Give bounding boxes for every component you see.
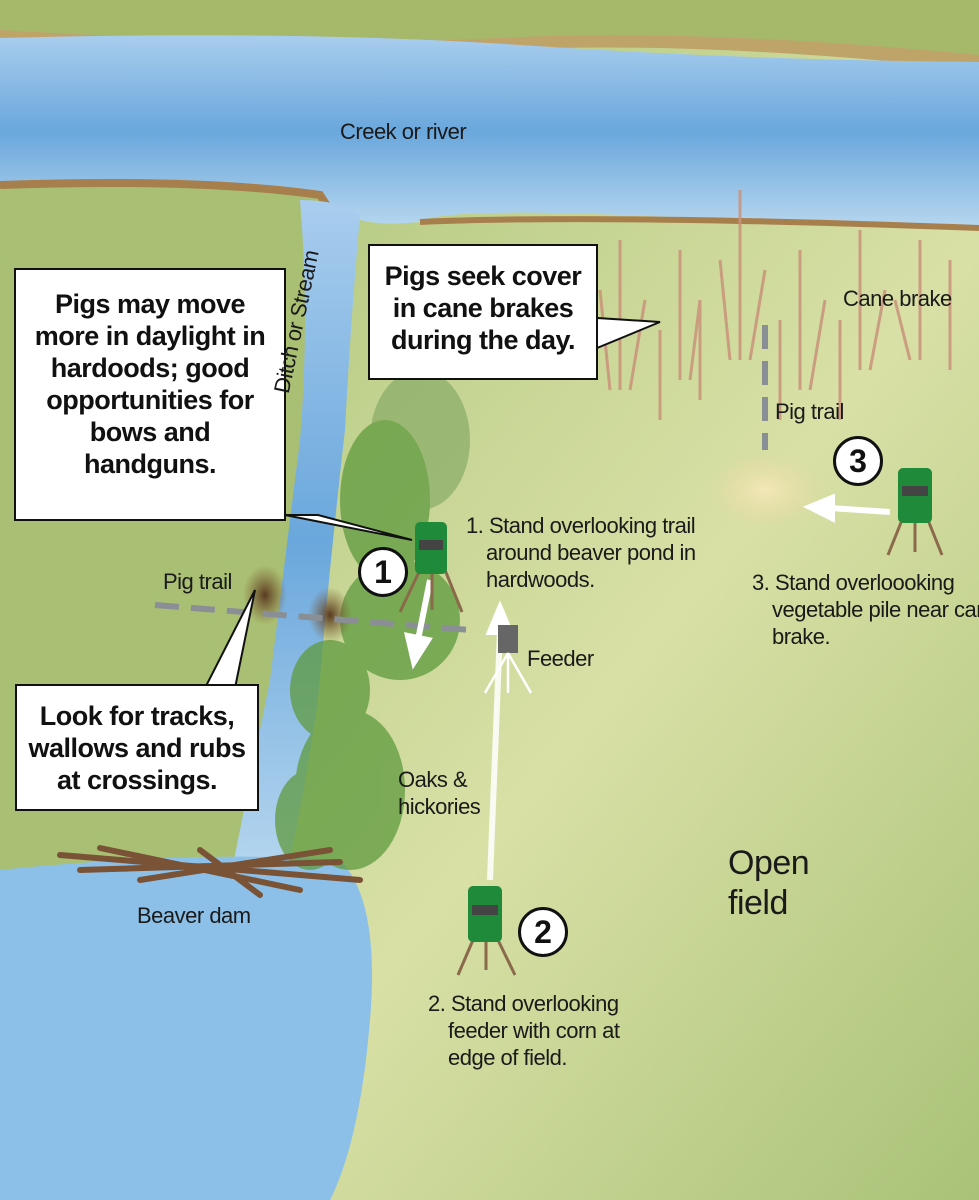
trees bbox=[275, 370, 470, 870]
feeder-icon bbox=[483, 625, 533, 694]
pond bbox=[0, 856, 372, 1200]
stand-1-badge: 1 bbox=[358, 547, 408, 597]
callout-crossings: Look for tracks, wallows and rubs at cro… bbox=[15, 684, 259, 811]
oaks-label: Oaks & hickories bbox=[398, 767, 481, 819]
vegetable-pile bbox=[705, 452, 825, 528]
bank-edge bbox=[0, 178, 337, 218]
creek bbox=[0, 35, 979, 228]
stand-3-text: 3. Stand overloooking vegetable pile nea… bbox=[752, 570, 979, 649]
callout-hardwoods: Pigs may move more in daylight in hardoo… bbox=[14, 268, 286, 521]
cane-brake-label: Cane brake bbox=[843, 286, 952, 311]
stand-2-icon bbox=[456, 886, 517, 976]
feeder-label: Feeder bbox=[527, 646, 594, 671]
stand-1-text: 1. Stand overlooking trail around beaver… bbox=[466, 513, 696, 592]
stand-3-icon bbox=[886, 468, 944, 556]
stand-2-badge: 2 bbox=[518, 907, 568, 957]
callout-cane: Pigs seek cover in cane brakes during th… bbox=[368, 244, 598, 380]
open-field-label: Open field bbox=[728, 844, 810, 922]
stand-2-text: 2. Stand overlooking feeder with corn at… bbox=[428, 991, 620, 1070]
beaver-dam bbox=[57, 845, 363, 898]
callout-pointer bbox=[284, 514, 413, 541]
pig-trail-right-label: Pig trail bbox=[775, 399, 844, 424]
wallow bbox=[243, 565, 287, 625]
stand-1-icon bbox=[398, 522, 464, 613]
stand-3-badge: 3 bbox=[833, 436, 883, 486]
cane-brake-plants bbox=[598, 190, 952, 420]
pig-trail-left bbox=[154, 602, 471, 633]
far-bank-grass bbox=[0, 0, 979, 55]
pig-trail-left-label: Pig trail bbox=[163, 569, 232, 594]
beaver-dam-label: Beaver dam bbox=[137, 903, 251, 928]
stream bbox=[230, 200, 360, 880]
creek-label: Creek or river bbox=[340, 119, 467, 144]
